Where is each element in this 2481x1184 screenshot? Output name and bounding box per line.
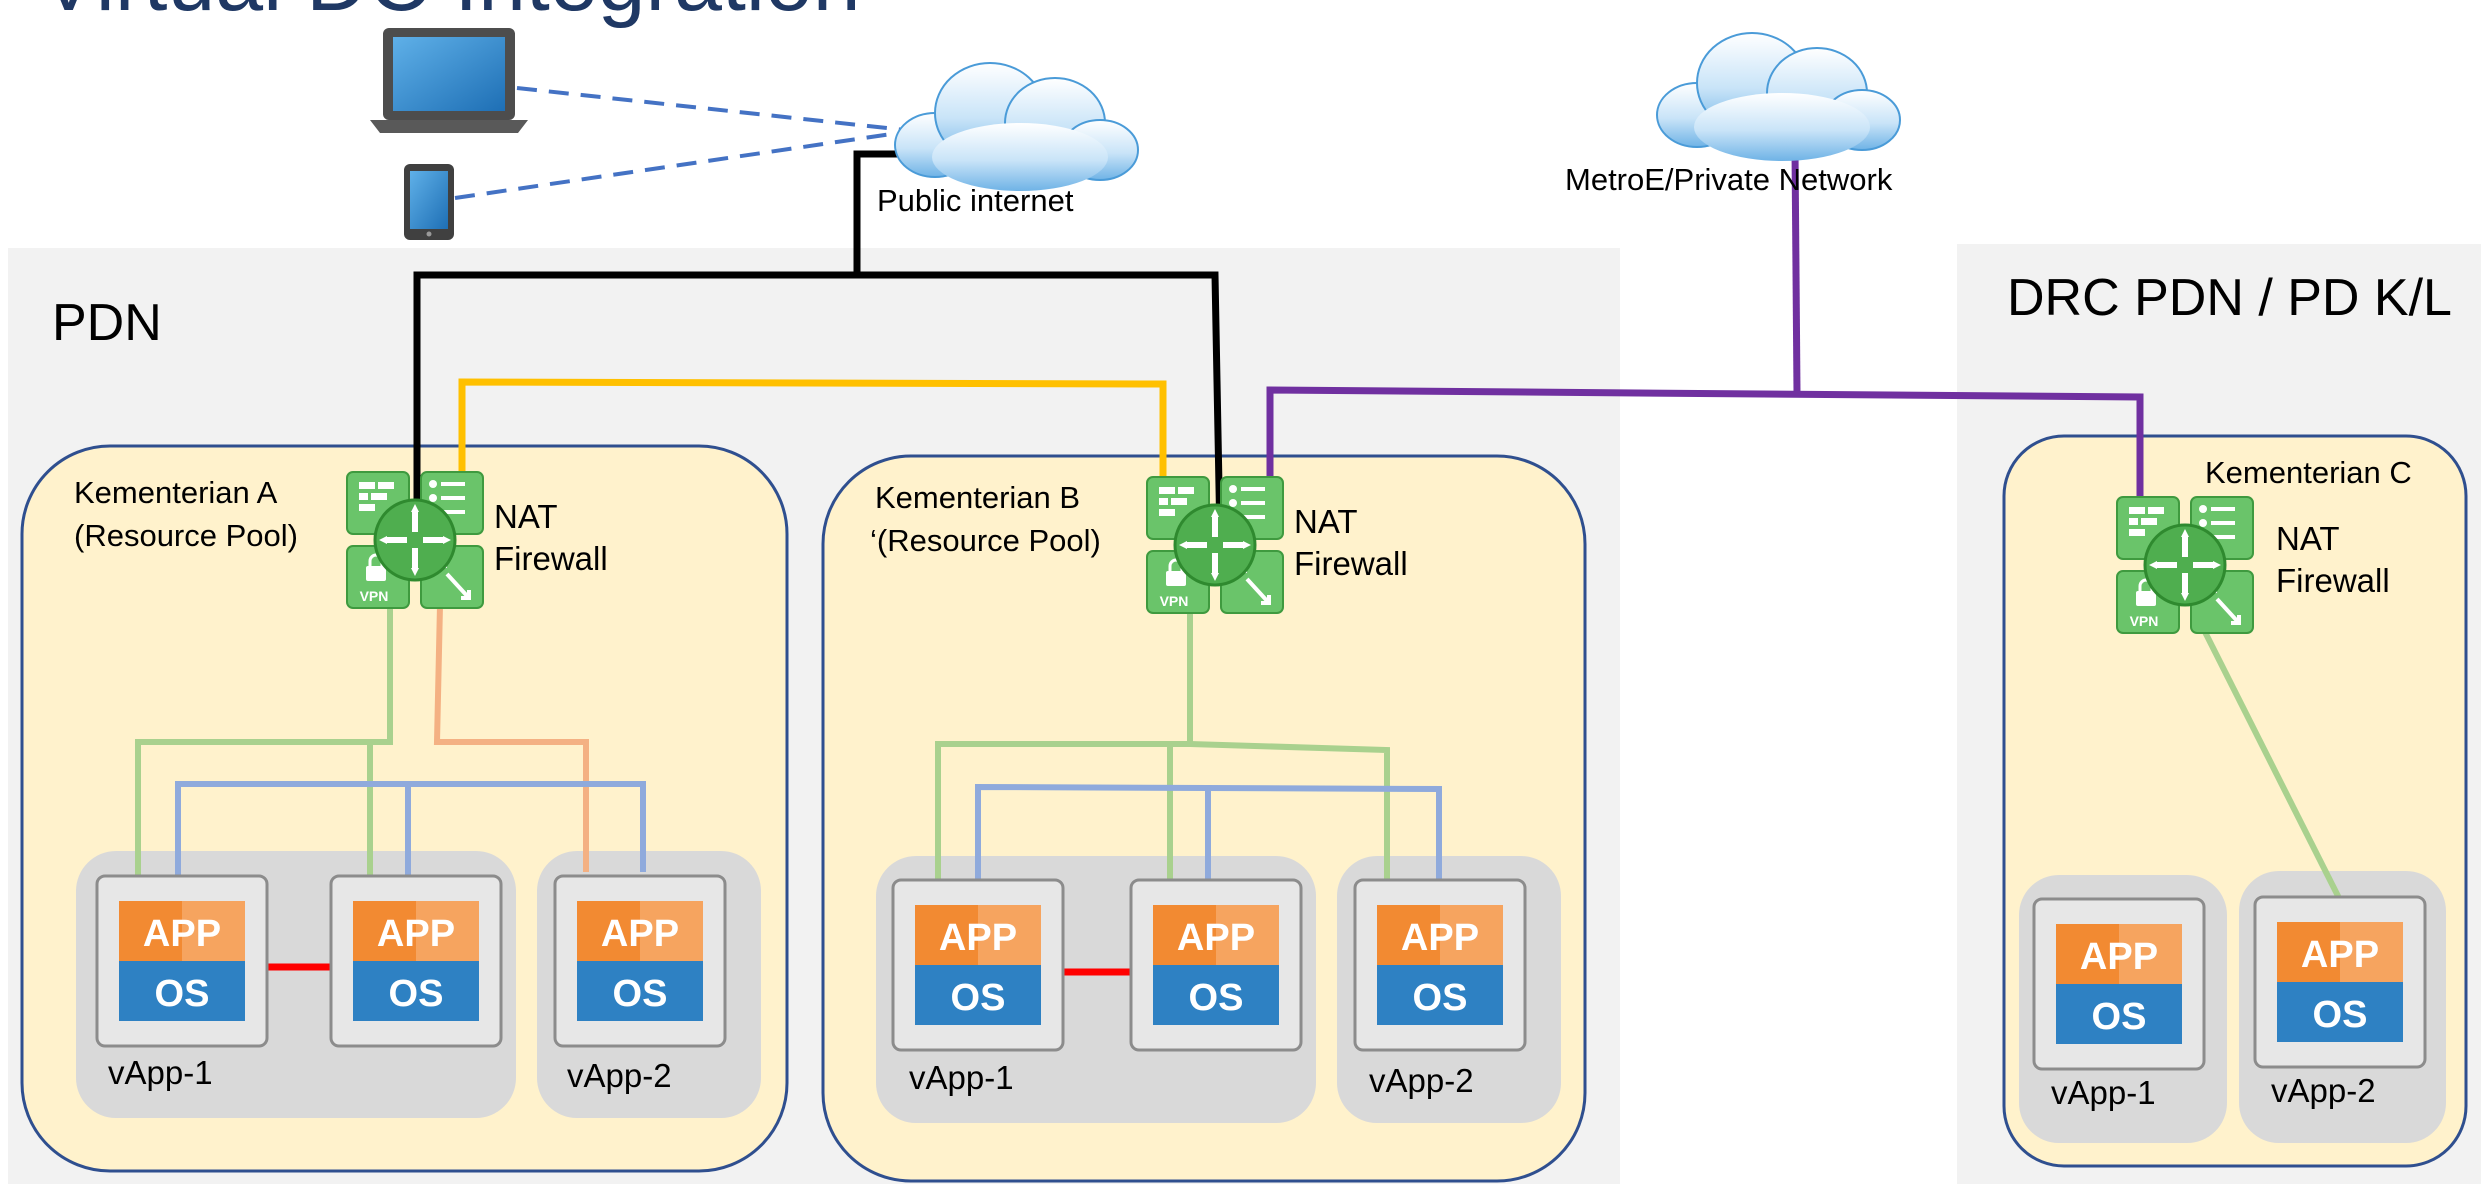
public-internet-label: Public internet xyxy=(877,183,1074,218)
pool-c-nat: NAT xyxy=(2276,520,2340,557)
os-label: OS xyxy=(613,973,668,1015)
vapp-1-label: vApp-1 xyxy=(2051,1074,2156,1111)
inter-pool-link xyxy=(458,378,1167,490)
app-label: APP xyxy=(939,917,1017,959)
virtual-machine: APP OS xyxy=(2032,897,2206,1071)
vpn-label: VPN xyxy=(360,588,389,604)
pool-a-firewall: Firewall xyxy=(494,540,608,577)
virtual-machine: APP OS xyxy=(2253,895,2427,1069)
vapp-2-label: vApp-2 xyxy=(567,1057,672,1094)
internet-link-a xyxy=(413,271,1224,541)
vapp-1-label: vApp-1 xyxy=(909,1059,1014,1096)
tablet-link xyxy=(454,130,906,200)
os-label: OS xyxy=(1189,977,1244,1019)
pool-a-nat: NAT xyxy=(494,498,558,535)
pool-b-nat: NAT xyxy=(1294,503,1358,540)
virtual-machine: APP OS xyxy=(1129,878,1303,1052)
virtual-machine: APP OS xyxy=(1353,878,1527,1052)
laptop-icon xyxy=(370,28,528,133)
app-label: APP xyxy=(1177,917,1255,959)
private-network-link-bc xyxy=(1266,386,2144,505)
pool-c-firewall: Firewall xyxy=(2276,562,2390,599)
vapp-2-label: vApp-2 xyxy=(1369,1062,1474,1099)
pool-c-title: Kementerian C xyxy=(2205,455,2412,490)
virtual-machine: APP OS xyxy=(553,874,727,1048)
metro-network-label: MetroE/Private Network xyxy=(1565,162,1893,197)
virtual-machine: APP OS xyxy=(329,874,503,1048)
private-network-link xyxy=(1791,149,1801,394)
pool-b-firewall: Firewall xyxy=(1294,545,1408,582)
os-label: OS xyxy=(155,973,210,1015)
cloud-icon xyxy=(1656,32,1901,162)
os-label: OS xyxy=(1413,977,1468,1019)
vpn-label: VPN xyxy=(1160,593,1189,609)
vapp-1-label: vApp-1 xyxy=(108,1054,213,1091)
virtual-machine: APP OS xyxy=(891,878,1065,1052)
app-label: APP xyxy=(143,913,221,955)
tablet-icon xyxy=(404,164,454,240)
app-label: APP xyxy=(2080,936,2158,978)
pool-a-title: Kementerian A xyxy=(74,475,278,510)
pool-a-subtitle: (Resource Pool) xyxy=(74,518,298,553)
network-links xyxy=(135,86,2343,976)
zone-drc-label: DRC PDN / PD K/L xyxy=(2007,269,2452,327)
pool-b-title: Kementerian B xyxy=(875,480,1080,515)
os-label: OS xyxy=(951,977,1006,1019)
os-label: OS xyxy=(2092,996,2147,1038)
zone-pdn-label: PDN xyxy=(52,294,162,352)
vpn-label: VPN xyxy=(2130,613,2159,629)
vapp-2-label: vApp-2 xyxy=(2271,1072,2376,1109)
page-title: Virtual DC Integration xyxy=(40,0,861,29)
app-label: APP xyxy=(601,913,679,955)
app-label: APP xyxy=(2301,934,2379,976)
os-label: OS xyxy=(389,973,444,1015)
pool-b-subtitle: ‘(Resource Pool) xyxy=(870,523,1101,558)
cloud-icon xyxy=(894,62,1139,192)
os-label: OS xyxy=(2313,994,2368,1036)
app-label: APP xyxy=(1401,917,1479,959)
laptop-link xyxy=(516,86,906,132)
app-label: APP xyxy=(377,913,455,955)
virtual-machine: APP OS xyxy=(95,874,269,1048)
